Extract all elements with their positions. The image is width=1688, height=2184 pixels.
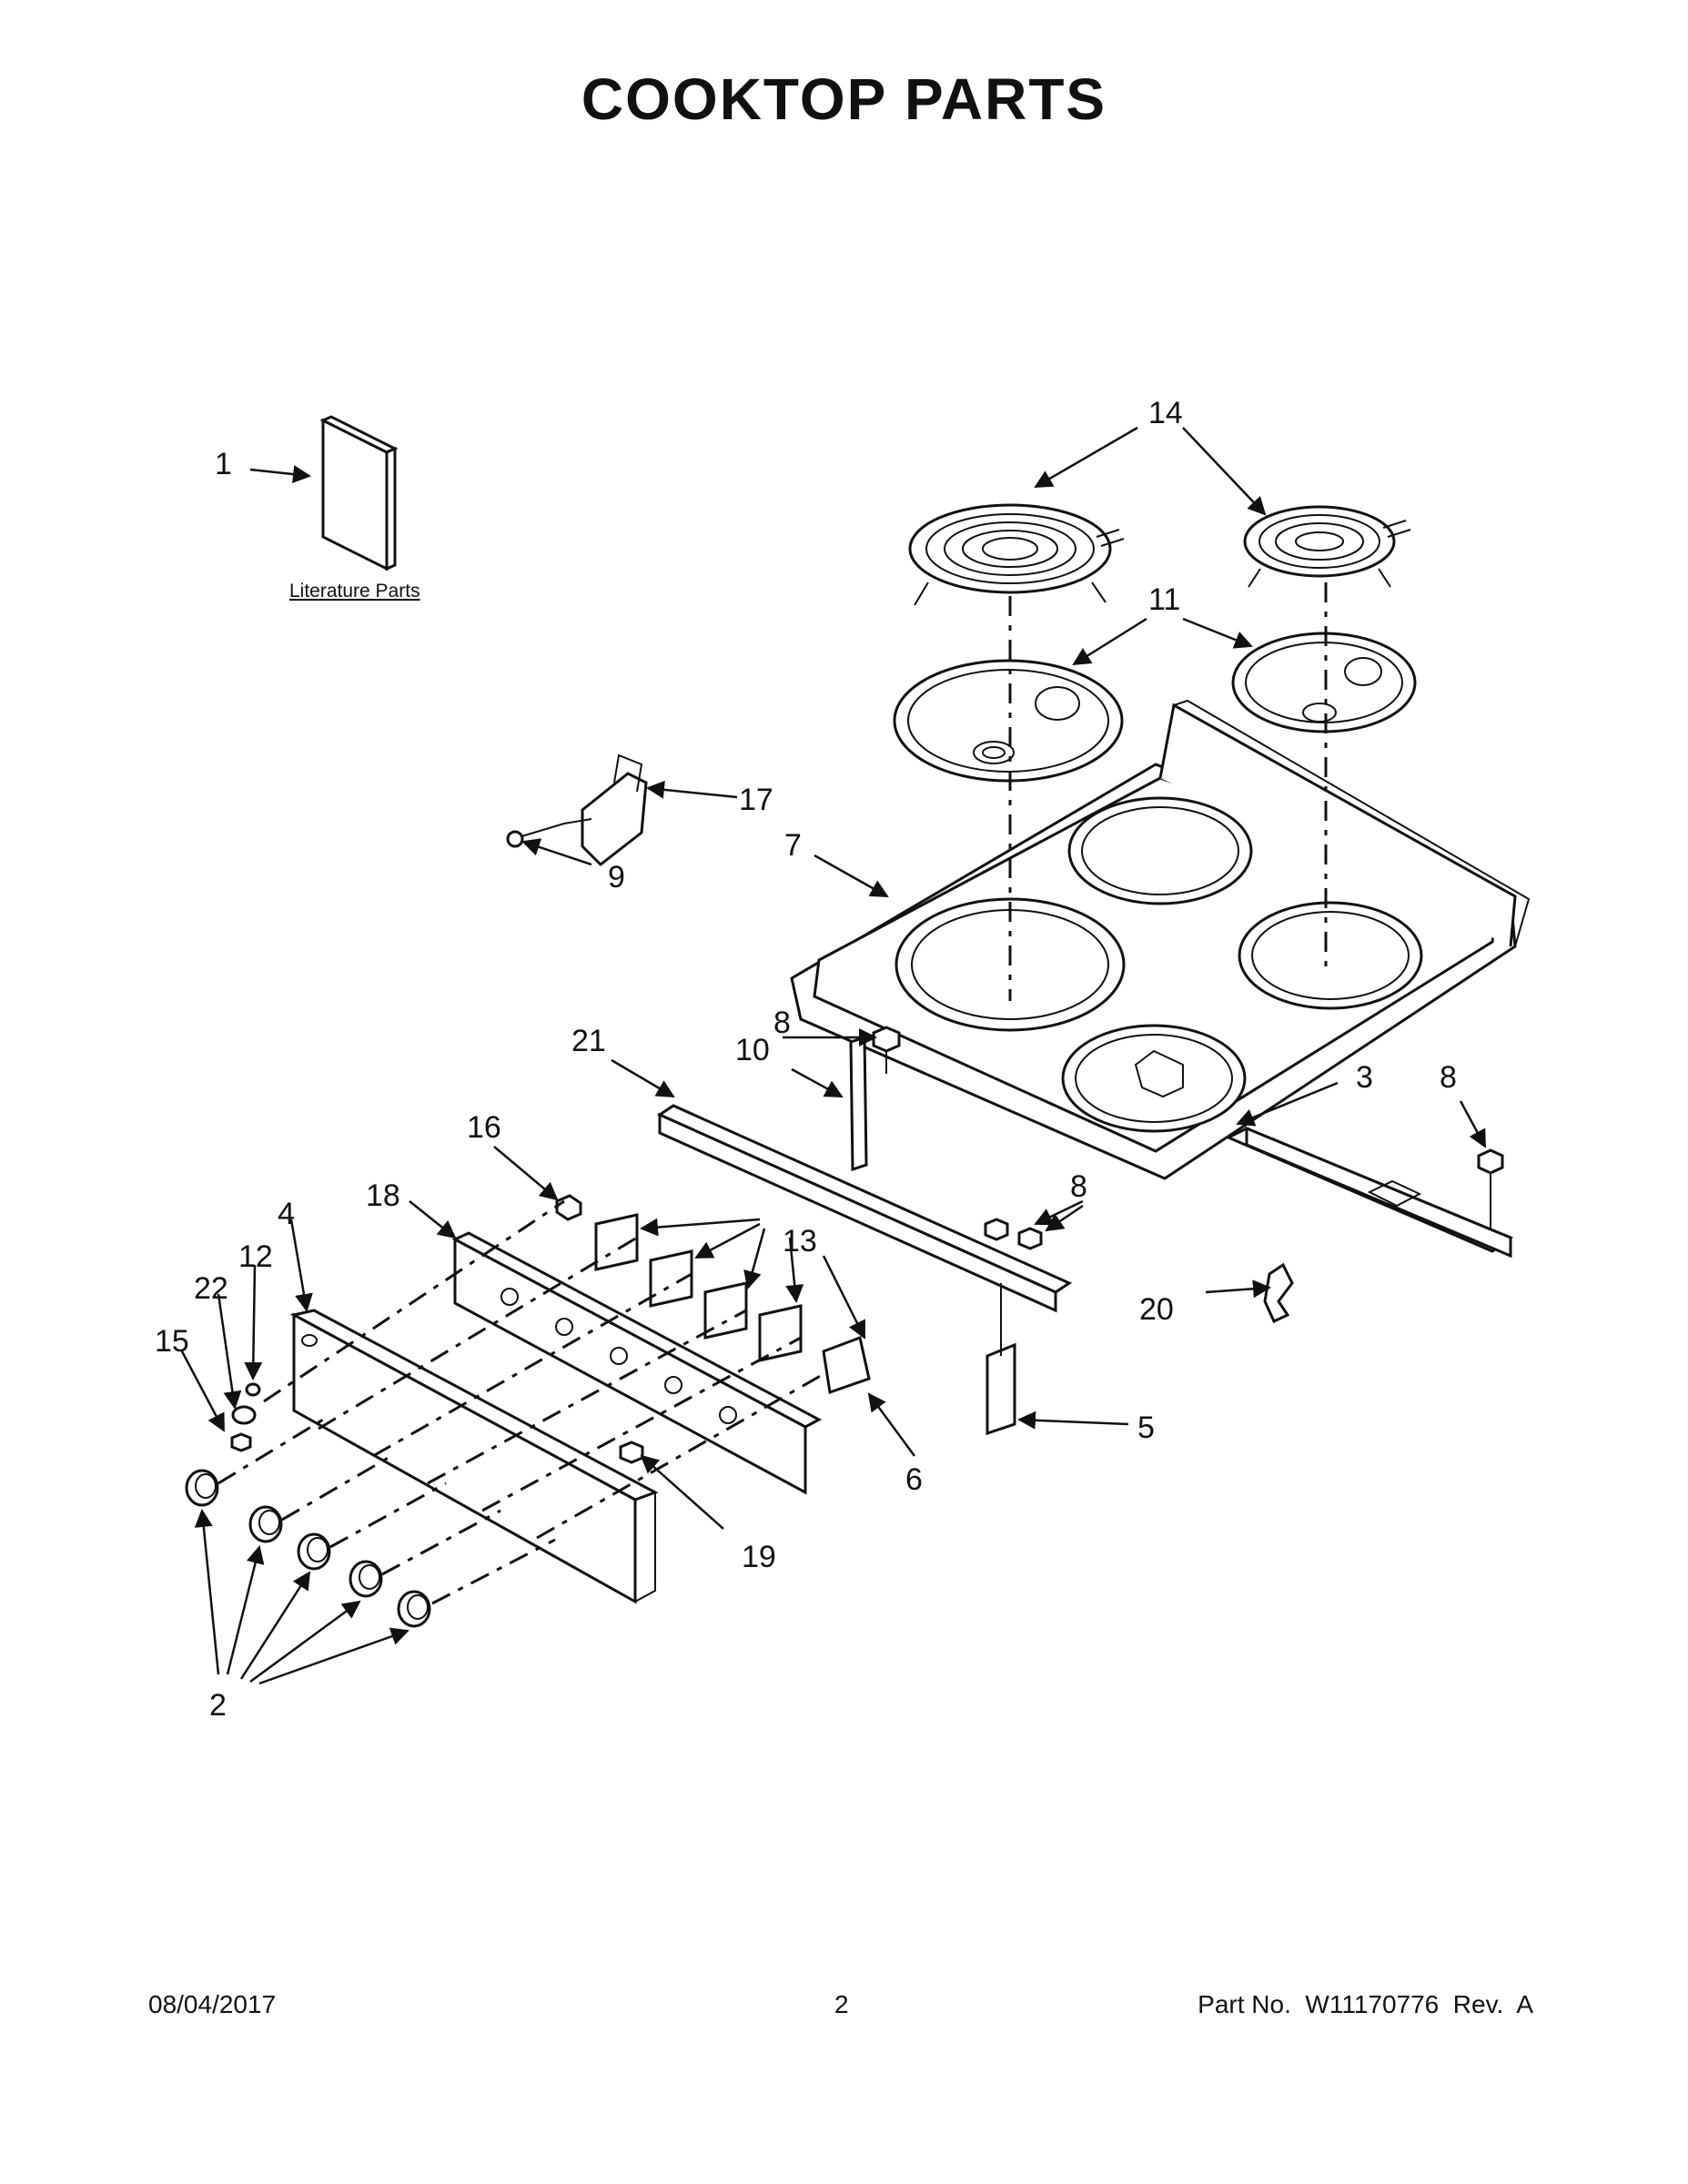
front-crossbar[interactable]: [656, 1104, 1073, 1313]
side-rail[interactable]: [1225, 1126, 1514, 1259]
footer-page-number: 2: [834, 1990, 849, 2018]
callout-22: 22: [194, 1271, 228, 1306]
support-bracket[interactable]: [849, 1035, 868, 1172]
wire-clip[interactable]: [1263, 1262, 1294, 1323]
callout-5: 5: [1137, 1410, 1155, 1445]
callout-21: 21: [571, 1024, 606, 1058]
callout-6: 6: [905, 1462, 923, 1497]
oven-switch[interactable]: [822, 1335, 871, 1395]
callout-20: 20: [1139, 1292, 1174, 1327]
push-button[interactable]: [231, 1405, 257, 1425]
control-knob-3[interactable]: [297, 1532, 331, 1571]
mounting-bracket[interactable]: [986, 1283, 1016, 1436]
drip-bowl-small[interactable]: [1231, 632, 1417, 733]
terminal-block-bracket[interactable]: [581, 753, 648, 866]
literature-booklet[interactable]: [319, 415, 399, 571]
callout-3: 3: [1356, 1060, 1373, 1095]
control-knob-5[interactable]: [397, 1590, 431, 1628]
callout-12: 12: [238, 1239, 273, 1274]
footer-date: 08/04/2017: [148, 1990, 277, 2018]
callout-9: 9: [608, 860, 625, 895]
screw-c[interactable]: [1017, 1227, 1043, 1250]
console-screw[interactable]: [619, 1441, 644, 1464]
callout-8-right: 8: [1440, 1060, 1457, 1095]
callout-19: 19: [742, 1540, 776, 1574]
callout-14: 14: [1148, 396, 1183, 430]
callout-4: 4: [278, 1197, 295, 1231]
callout-10: 10: [735, 1033, 770, 1067]
callout-8-mid: 8: [1070, 1169, 1087, 1204]
callout-15: 15: [155, 1324, 189, 1359]
callout-7: 7: [784, 828, 802, 863]
callout-16: 16: [467, 1110, 501, 1145]
screw-b[interactable]: [984, 1218, 1009, 1241]
screw-d[interactable]: [1477, 1148, 1504, 1238]
surface-element-small[interactable]: [1243, 505, 1411, 588]
control-knob-1[interactable]: [185, 1469, 219, 1507]
infinite-switch-4[interactable]: [758, 1304, 803, 1362]
callout-17: 17: [739, 783, 773, 817]
cooktop-main-top[interactable]: [790, 699, 1531, 1180]
page-title: COOKTOP PARTS: [581, 66, 1107, 132]
infinite-switch-3[interactable]: [703, 1281, 748, 1340]
control-knob-4[interactable]: [349, 1560, 383, 1598]
indicator-light[interactable]: [245, 1382, 261, 1397]
wire-connector[interactable]: [555, 1194, 582, 1221]
callout-11: 11: [1148, 582, 1180, 617]
literature-parts-link[interactable]: Literature Parts: [289, 581, 420, 602]
control-knob-2[interactable]: [248, 1505, 283, 1543]
callout-18: 18: [366, 1178, 400, 1213]
infinite-switch-2[interactable]: [649, 1249, 693, 1308]
callout-2: 2: [209, 1688, 227, 1723]
callout-1: 1: [215, 447, 232, 481]
surface-element-large[interactable]: [908, 503, 1125, 606]
console-end-screw[interactable]: [230, 1432, 252, 1452]
drip-bowl-large[interactable]: [893, 659, 1124, 783]
footer-part-number: Part No. W11170776 Rev. A: [1198, 1990, 1533, 2018]
callout-13: 13: [783, 1224, 817, 1259]
wire-harness[interactable]: [506, 818, 592, 848]
callout-8-top: 8: [773, 1006, 791, 1040]
